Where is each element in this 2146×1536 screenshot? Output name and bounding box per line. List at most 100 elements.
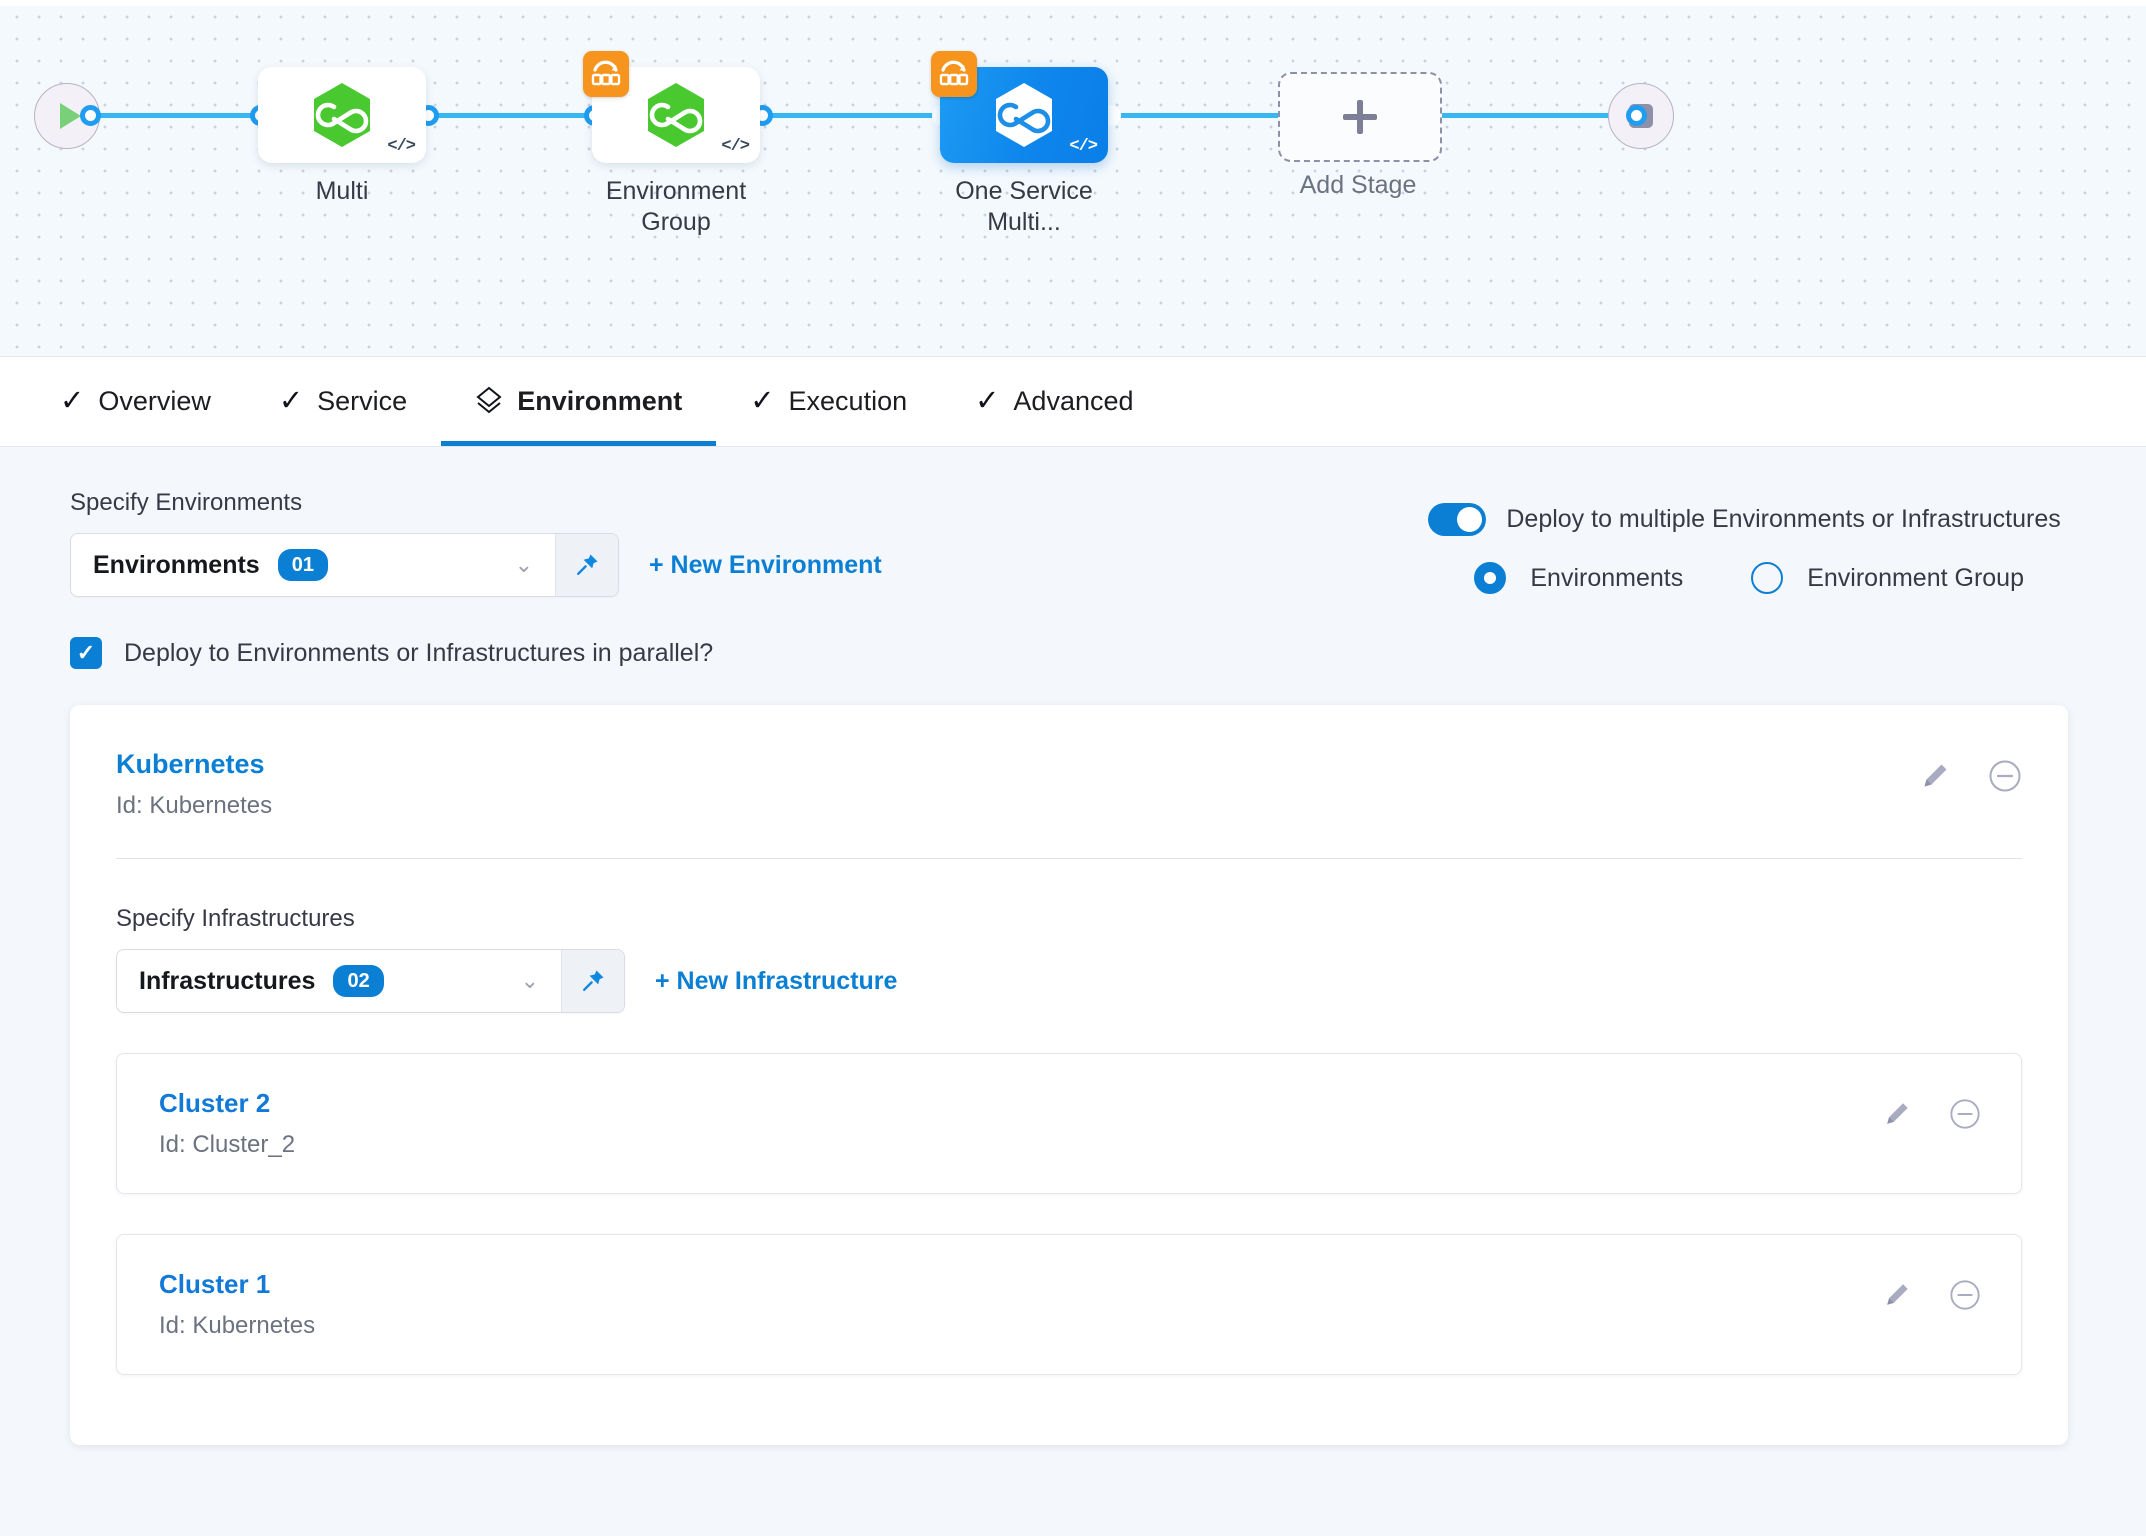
chevron-down-icon: ⌄ (514, 552, 533, 577)
environments-count-badge: 01 (277, 549, 328, 581)
infrastructure-name-link[interactable]: Cluster 2 (159, 1088, 271, 1118)
tab-label: Advanced (1013, 386, 1134, 416)
new-environment-link[interactable]: + New Environment (649, 550, 882, 579)
infrastructure-id-text: Id: Cluster_2 (159, 1131, 296, 1158)
stage-node-multi[interactable]: </> (258, 67, 426, 163)
infrastructures-select-text: Infrastructures (139, 966, 316, 995)
parallel-deploy-checkbox[interactable]: ✓ (70, 637, 102, 669)
stage-tabs: ✓ Overview ✓ Service Environment ✓ Execu… (0, 357, 2146, 447)
environment-card-header: Kubernetes Id: Kubernetes (116, 749, 2022, 820)
infrastructure-row: Cluster 1 Id: Kubernetes (116, 1234, 2022, 1375)
plus-icon (1343, 100, 1377, 134)
stage-node-label-line1: Environment (605, 177, 747, 205)
environment-layers-icon (475, 386, 503, 418)
chevron-down-icon: ⌄ (520, 968, 539, 993)
tab-label: Overview (98, 386, 211, 416)
add-stage-button[interactable] (1278, 72, 1442, 162)
environments-multiselect[interactable]: Environments 01 ⌄ (70, 533, 619, 597)
play-icon (59, 103, 81, 129)
infrastructures-count-badge: 02 (333, 965, 384, 997)
stage-node-label: Environment Group (574, 176, 778, 239)
tab-overview[interactable]: ✓ Overview (26, 357, 245, 446)
tab-advanced[interactable]: ✓ Advanced (941, 357, 1167, 446)
pipeline-canvas[interactable]: </> Multi </> (0, 0, 2146, 357)
start-port[interactable] (80, 105, 101, 126)
remove-infrastructure-button[interactable] (1949, 1098, 1981, 1130)
stage-node-label-line2: Group (641, 208, 711, 237)
infrastructure-name-link[interactable]: Cluster 1 (159, 1269, 271, 1299)
pencil-icon (1887, 1103, 1908, 1124)
tab-service[interactable]: ✓ Service (245, 357, 441, 446)
new-infrastructure-link[interactable]: + New Infrastructure (655, 966, 898, 995)
environment-top-row: Specify Environments Environments 01 ⌄ (0, 447, 2146, 597)
stage-node-label: One Service Multi... (922, 176, 1126, 239)
environment-card: Kubernetes Id: Kubernetes (70, 705, 2068, 1445)
environment-name-link[interactable]: Kubernetes (116, 749, 265, 779)
environments-select-text: Environments (93, 550, 260, 579)
deploy-multiple-label: Deploy to multiple Environments or Infra… (1506, 505, 2061, 533)
stage-node-label-line2: Multi... (987, 208, 1061, 237)
code-view-icon[interactable]: </> (721, 137, 750, 156)
check-icon: ✓ (60, 385, 85, 417)
pipeline-edge (1432, 113, 1632, 118)
radio-environments[interactable] (1474, 562, 1507, 594)
pipeline-edge (752, 113, 952, 118)
stage-node-environment-group[interactable]: </> (583, 51, 760, 163)
code-view-icon[interactable]: </> (1069, 137, 1098, 156)
environments-select-value[interactable]: Environments 01 ⌄ (71, 534, 555, 596)
specify-infrastructures-label: Specify Infrastructures (116, 905, 355, 932)
pin-icon (582, 970, 604, 991)
tab-execution[interactable]: ✓ Execution (716, 357, 941, 446)
pin-icon (576, 554, 598, 575)
deploy-options-group: Deploy to multiple Environments or Infra… (1428, 489, 2068, 594)
stage-node-label: Multi (315, 177, 369, 205)
infrastructures-multiselect[interactable]: Infrastructures 02 ⌄ (116, 949, 625, 1013)
environment-id-text: Id: Kubernetes (116, 792, 273, 819)
check-icon: ✓ (278, 385, 304, 417)
remove-environment-button[interactable] (1988, 759, 2022, 793)
tab-label: Execution (788, 386, 908, 416)
pencil-icon (1924, 764, 1947, 787)
pipeline-edge (86, 113, 286, 118)
card-divider (116, 858, 2022, 859)
pin-runtime-input-button[interactable] (555, 534, 618, 596)
radio-environment-group[interactable] (1751, 562, 1784, 594)
edit-environment-button[interactable] (1920, 761, 1950, 791)
parallel-deploy-label: Deploy to Environments or Infrastructure… (124, 638, 714, 667)
tab-environment[interactable]: Environment (441, 357, 717, 446)
end-port[interactable] (1626, 105, 1647, 126)
pin-runtime-input-button[interactable] (561, 950, 624, 1012)
edit-infrastructure-button[interactable] (1883, 1281, 1911, 1309)
deploy-multiple-toggle[interactable] (1428, 503, 1487, 536)
stage-node-one-service-multi[interactable]: </> (931, 51, 1108, 163)
parallel-deploy-row: ✓ Deploy to Environments or Infrastructu… (0, 597, 2146, 669)
minus-circle-icon (1989, 760, 2021, 792)
edit-infrastructure-button[interactable] (1883, 1100, 1911, 1128)
infrastructure-row: Cluster 2 Id: Cluster_2 (116, 1053, 2022, 1194)
pipeline-edge (1100, 113, 1290, 118)
infrastructure-id-text: Id: Kubernetes (159, 1312, 316, 1339)
multi-deploy-badge-icon (931, 51, 977, 97)
minus-circle-icon (1950, 1280, 1980, 1310)
harness-hexagon-icon (645, 81, 707, 149)
pencil-icon (1887, 1284, 1908, 1305)
harness-hexagon-icon (311, 81, 373, 149)
radio-environments-label: Environments (1530, 563, 1684, 592)
minus-circle-icon (1950, 1099, 1980, 1129)
stage-node-label-line1: One Service (955, 177, 1093, 205)
add-stage-label: Add Stage (1299, 171, 1417, 199)
specify-infrastructures-group: Specify Infrastructures Infrastructures … (116, 859, 2022, 1375)
check-icon: ✓ (975, 385, 1000, 417)
harness-hexagon-icon (993, 81, 1055, 149)
environment-tab-panel: Specify Environments Environments 01 ⌄ (0, 447, 2146, 1536)
pipeline-edge (420, 113, 620, 118)
infrastructures-select-value[interactable]: Infrastructures 02 ⌄ (117, 950, 561, 1012)
radio-environment-group-label: Environment Group (1807, 563, 2024, 592)
multi-deploy-badge-icon (583, 51, 629, 97)
specify-environments-label: Specify Environments (70, 489, 303, 516)
code-view-icon[interactable]: </> (387, 137, 416, 156)
tab-label: Service (317, 386, 408, 416)
remove-infrastructure-button[interactable] (1949, 1279, 1981, 1311)
tab-label: Environment (517, 386, 683, 416)
